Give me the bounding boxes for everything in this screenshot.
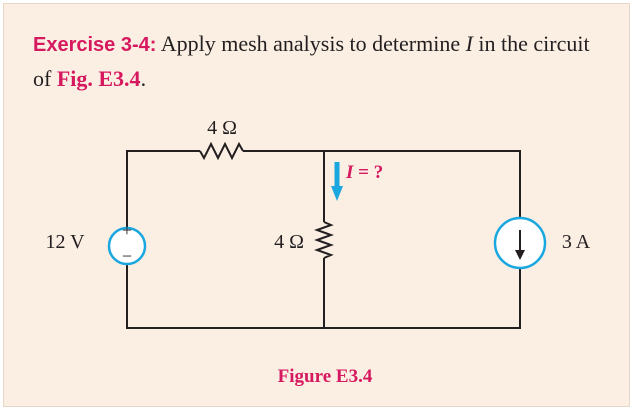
figure-caption: Figure E3.4 [278, 366, 373, 387]
current-arrow-head [331, 186, 343, 201]
wire-top-left [126, 150, 200, 228]
wire-top-right [243, 150, 521, 218]
exercise-text-before: Apply mesh analysis to determine [156, 31, 466, 56]
exercise-label: Exercise 3-4: [33, 34, 157, 56]
resistor-mid [314, 221, 334, 259]
current-source-arrow-head [515, 250, 525, 260]
current-label: I = ? [345, 162, 383, 183]
exercise-text-after: in the circuit of [33, 31, 590, 91]
resistor-top-label: 4 Ω [207, 117, 237, 139]
resistor-mid-label: 4 Ω [274, 231, 304, 253]
wire-bottom [126, 264, 521, 329]
figure-reference: Fig. E3.4 [56, 66, 141, 91]
voltage-source [107, 226, 147, 266]
voltage-minus: − [122, 246, 132, 266]
voltage-plus: + [122, 220, 132, 240]
exercise-panel [3, 3, 630, 407]
exercise-period: . [140, 66, 147, 91]
voltage-source-label: 12 V [45, 231, 85, 253]
current-label-rest: = ? [353, 162, 383, 183]
resistor-top [199, 141, 244, 161]
exercise-variable: I [465, 31, 473, 56]
current-source-label: 3 A [562, 231, 591, 253]
current-arrow-shaft [334, 162, 340, 188]
circuit-wires [126, 141, 521, 329]
exercise-statement: Exercise 3-4: Apply mesh analysis to det… [33, 27, 613, 96]
current-label-var: I [345, 162, 354, 183]
